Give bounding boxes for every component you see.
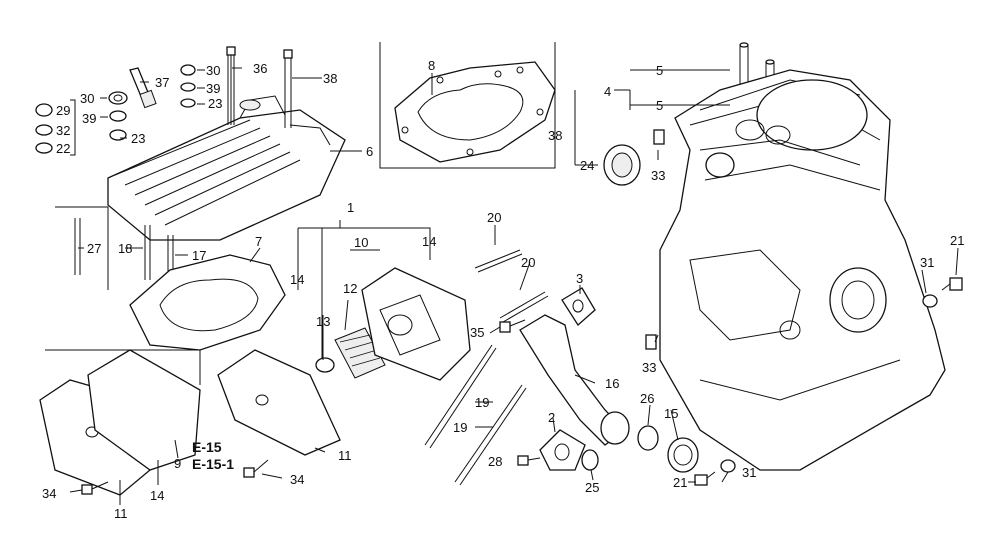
callout-37: 37 [155, 75, 169, 90]
oil-seal-24 [603, 144, 641, 186]
callout-14b: 14 [422, 234, 436, 249]
bracket-group-1 [297, 220, 431, 360]
leader-lines [69, 67, 959, 505]
callout-36: 36 [253, 61, 267, 76]
long-stud-19-upper [424, 344, 497, 449]
callout-34b: 34 [290, 472, 304, 487]
callout-31a: 31 [920, 255, 934, 270]
callout-35: 35 [470, 325, 484, 340]
callout-30b: 30 [206, 63, 220, 78]
callout-23a: 23 [208, 96, 222, 111]
callout-39b: 39 [206, 81, 220, 96]
bolt-21-right [941, 277, 963, 291]
long-stud-19-lower [454, 384, 527, 486]
breather-filter [334, 327, 386, 379]
callout-11b: 11 [338, 448, 352, 463]
callout-5a: 5 [656, 63, 663, 78]
reference-e15-1: E-15-1 [192, 456, 234, 472]
callout-21a: 21 [950, 233, 964, 248]
callout-15: 15 [664, 406, 678, 421]
callout-25: 25 [585, 480, 599, 495]
crankcase-block [659, 69, 946, 471]
callout-30a: 30 [80, 91, 94, 106]
callout-38b: 38 [548, 128, 562, 143]
callout-38a: 38 [323, 71, 337, 86]
bolt-28 [517, 455, 541, 466]
intake-flange [539, 429, 586, 471]
bolt-34-left [81, 481, 109, 495]
breather-plate [361, 267, 471, 381]
callout-33b: 33 [642, 360, 656, 375]
spark-plug [129, 67, 157, 109]
washer-31-right [922, 294, 938, 308]
callout-29: 29 [56, 103, 70, 118]
callout-31b: 31 [742, 465, 756, 480]
bolt-34-right [243, 459, 269, 478]
callout-22: 22 [56, 141, 70, 156]
head-gasket [129, 254, 286, 351]
callout-19a: 19 [475, 395, 489, 410]
callout-32: 32 [56, 123, 70, 138]
intake-gasket-hole [572, 299, 584, 313]
cylinder-head [107, 95, 346, 241]
callout-19b: 19 [453, 420, 467, 435]
callout-10: 10 [354, 235, 368, 250]
dowel-pin-33-upper [653, 129, 665, 145]
callout-16: 16 [605, 376, 619, 391]
callout-9: 9 [174, 456, 181, 471]
callout-24: 24 [580, 158, 594, 173]
reference-e15: E-15 [192, 439, 222, 455]
o-ring-26 [637, 425, 659, 451]
callout-8: 8 [428, 58, 435, 73]
intake-gasket [561, 287, 596, 326]
drain-plug-15 [667, 437, 699, 473]
callout-4: 4 [604, 84, 611, 99]
nut-washer-stack-left [35, 91, 128, 154]
head-bolt-36 [226, 46, 236, 125]
callout-28: 28 [488, 454, 502, 469]
head-bolt-38 [283, 49, 293, 128]
bracket-covers [45, 349, 201, 385]
callout-34a: 34 [42, 486, 56, 501]
callout-13: 13 [316, 314, 330, 329]
nut-washer-stack-top [180, 64, 196, 108]
intake-pipe [519, 314, 630, 446]
callout-5b: 5 [656, 98, 663, 113]
callout-6: 6 [366, 144, 373, 159]
callout-18: 18 [118, 241, 132, 256]
callout-39a: 39 [82, 111, 96, 126]
breather-cover-right [217, 349, 341, 456]
callout-17: 17 [192, 248, 206, 263]
callout-7: 7 [255, 234, 262, 249]
callout-3: 3 [576, 271, 583, 286]
callout-26: 26 [640, 391, 654, 406]
callout-14c: 14 [150, 488, 164, 503]
callout-21b: 21 [673, 475, 687, 490]
callout-11a: 11 [114, 506, 128, 521]
head-gasket-inset [394, 61, 556, 163]
callout-1: 1 [347, 200, 354, 215]
breather-ring [315, 357, 335, 373]
callout-14a: 14 [290, 272, 304, 287]
bolt-21-lower [694, 471, 716, 486]
callout-12: 12 [343, 281, 357, 296]
callout-20a: 20 [487, 210, 501, 225]
o-ring-25 [581, 449, 599, 471]
callout-labels: 1 2 3 4 5 5 6 7 8 9 10 11 11 12 13 14 14… [42, 58, 964, 521]
callout-23b: 23 [131, 131, 145, 146]
callout-33a: 33 [651, 168, 665, 183]
callout-2: 2 [548, 410, 555, 425]
stud-20-lower [499, 291, 549, 323]
stud-20-upper [474, 249, 523, 273]
washer-31-lower [720, 459, 736, 473]
dowel-pin-33-lower [645, 334, 657, 350]
callout-27: 27 [87, 241, 101, 256]
callout-20b: 20 [521, 255, 535, 270]
gasket-inset-frame [379, 42, 556, 169]
